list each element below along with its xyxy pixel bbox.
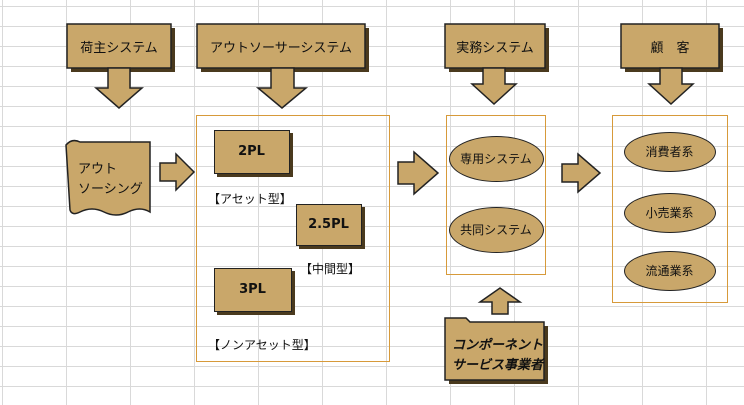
provider-folder-shape [444,317,548,384]
outsourcing-label-line2: ソーシング [78,182,143,197]
shipper-system-header: 荷主システム [80,40,158,56]
pl3-box: 3PL [214,268,292,312]
outsourcer-header-shape [196,23,369,72]
retail-label: 小売業系 [645,206,694,220]
pl2-box: 2PL [214,130,290,174]
business-system-header: 実務システム [456,40,534,56]
business-header-shape [444,23,549,72]
distribution-label: 流通業系 [645,264,694,278]
pl2-label: 2PL [238,144,265,159]
business-system-panel [446,115,546,275]
dedicated-system-label: 専用システム [460,152,532,166]
pl25-label: 2.5PL [308,217,349,232]
outsourcing-label-line1: アウト [78,162,118,177]
asset-type-label: 【アセット型】 [208,192,292,206]
consumer-label: 消費者系 [645,145,694,159]
non-asset-type-label: 【ノンアセット型】 [208,338,316,352]
shared-system-oval: 共同システム [449,207,544,253]
shipper-header-shape [66,23,175,72]
middle-type-label: 【中間型】 [300,262,361,276]
distribution-oval: 流通業系 [624,251,716,291]
outsourcer-down-arrow [255,67,309,109]
shared-system-label: 共同システム [460,223,532,237]
business-down-arrow [470,67,518,106]
customers-panel [612,115,728,303]
customers-header: 顧 客 [650,40,690,56]
right-arrow-3 [561,152,602,194]
provider-label-line2: サービス事業者 [452,358,544,373]
provider-label-line1: コンポーネント [452,338,544,353]
retail-oval: 小売業系 [624,193,716,233]
shipper-down-arrow [93,67,145,109]
right-arrow-1 [159,152,196,192]
consumer-oval: 消費者系 [624,132,716,172]
dedicated-system-oval: 専用システム [449,136,544,182]
pl25-box: 2.5PL [296,204,362,246]
customers-header-shape [620,23,723,72]
right-arrow-2 [397,150,440,196]
outsourcing-document-shape [65,139,151,216]
customers-down-arrow [647,67,695,106]
provider-up-arrow [477,287,523,315]
pl3-label: 3PL [239,282,266,297]
outsourcer-system-header: アウトソーサーシステム [209,40,353,56]
outsourcer-panel [196,115,390,362]
